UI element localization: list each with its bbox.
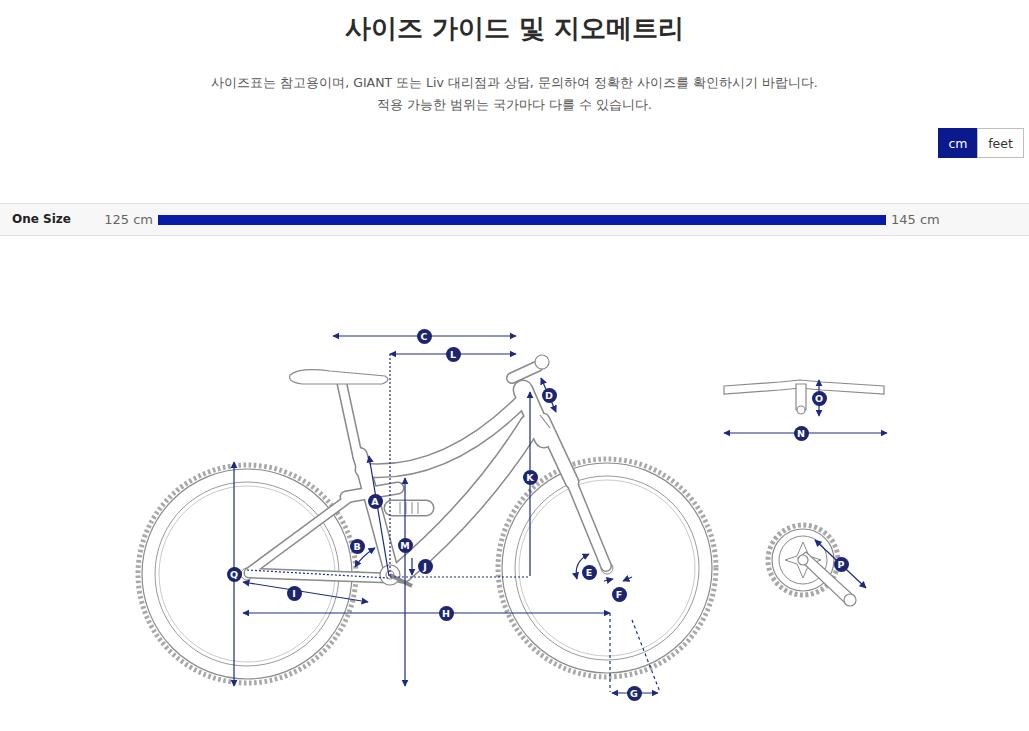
callout-text: B: [353, 539, 360, 554]
frame-details: [290, 370, 388, 384]
range-min: 125 cm: [104, 204, 153, 235]
front-wheel: [498, 459, 716, 677]
callout-letter: K: [523, 470, 538, 485]
callout-text: F: [616, 587, 623, 602]
frame-fill: [249, 366, 606, 578]
callout-text: K: [526, 470, 533, 485]
dimension-lines: [623, 577, 632, 581]
dimension-lines: [411, 558, 412, 575]
callout-text: L: [450, 347, 456, 362]
dimension-lines: [609, 613, 610, 692]
callout-text: Q: [230, 567, 238, 582]
callout-letter: I: [287, 586, 302, 601]
callout-text: G: [630, 686, 638, 701]
frame-details: [535, 355, 549, 369]
front-wheel: [515, 476, 699, 660]
handlebar-drawing: [797, 406, 805, 414]
callout-letter: A: [368, 494, 383, 509]
frame-fill: [249, 496, 352, 572]
callout-letter: L: [446, 347, 461, 362]
size-name: One Size: [12, 204, 71, 235]
unit-button: cm: [938, 128, 978, 158]
callout-letter: N: [794, 426, 809, 441]
callout-letter: D: [542, 388, 557, 403]
frame-details: [400, 502, 418, 514]
callout-letter: P: [834, 557, 849, 572]
callout-text: I: [292, 586, 296, 601]
frame-outline: [543, 420, 572, 482]
callout-text: N: [797, 426, 805, 441]
dimension-lines: [541, 378, 556, 412]
callout-text: C: [421, 329, 428, 344]
frame-fill: [392, 501, 426, 515]
frame-fill: [570, 478, 606, 566]
page-title: 사이즈 가이드 및 지오메트리: [0, 11, 1029, 45]
frame-details: [390, 575, 412, 586]
callout-text: D: [545, 388, 553, 403]
button-text: cm: [948, 136, 967, 151]
callout-text: H: [442, 606, 450, 621]
callout-letter: Q: [227, 567, 242, 582]
frame-fill: [543, 420, 572, 482]
dimension-lines: [390, 576, 530, 577]
callout-letter: B: [350, 539, 365, 554]
callout-text: M: [400, 538, 409, 553]
callout-letter: H: [439, 606, 454, 621]
frame-outline: [249, 496, 352, 572]
frame-fill: [342, 384, 358, 458]
callout-letter: J: [418, 559, 433, 574]
dimension-lines: [243, 582, 368, 602]
callout-text: O: [815, 391, 823, 406]
frame-outline: [249, 366, 606, 578]
front-wheel: [498, 459, 716, 677]
callout-letter: O: [812, 391, 827, 406]
handlebar-drawing: [724, 380, 884, 414]
dimension-lines: [604, 579, 613, 581]
dimension-lines: [404, 478, 405, 686]
dimension-lines: [632, 620, 660, 692]
crankset-drawing: [798, 555, 808, 565]
frame-outline: [392, 500, 426, 517]
callout-letter: M: [398, 538, 413, 553]
frame-outline: [570, 478, 606, 566]
frame-details: [290, 355, 551, 586]
dimension-lines: [815, 540, 866, 588]
frame-details: [540, 415, 550, 428]
callout-letter: F: [612, 587, 627, 602]
guide-note: 사이즈표는 참고용이며, GIANT 또는 Liv 대리점과 상담, 문의하여 …: [0, 74, 1029, 92]
callout-text: J: [423, 559, 427, 574]
callout-text: A: [371, 494, 378, 509]
callout-text: E: [586, 565, 593, 580]
crankset-drawing: [768, 525, 856, 606]
range-max: 145 cm: [891, 204, 940, 235]
dimension-lines: [234, 336, 887, 693]
dimension-lines: [243, 612, 610, 613]
callout-letter: E: [582, 565, 597, 580]
callout-text: P: [838, 557, 845, 572]
dimension-lines: [389, 354, 390, 577]
frame-fill: [402, 425, 530, 572]
guide-note: 적용 가능한 범위는 국가마다 다를 수 있습니다.: [0, 96, 1029, 114]
front-wheel: [502, 463, 712, 673]
dimension-lines: [247, 570, 388, 578]
crankset-drawing: [844, 594, 856, 606]
callout-letter: C: [417, 329, 432, 344]
unit-button: feet: [977, 128, 1024, 158]
callout-letter: G: [627, 686, 642, 701]
frame-outline: [512, 366, 538, 378]
size-band: One Size 125 cm 145 cm: [0, 203, 1029, 236]
button-text: feet: [988, 136, 1013, 151]
frame-outline: [342, 384, 358, 458]
frame-fill: [512, 366, 538, 378]
range-bar: [158, 215, 886, 225]
dimension-lines: [369, 456, 389, 576]
